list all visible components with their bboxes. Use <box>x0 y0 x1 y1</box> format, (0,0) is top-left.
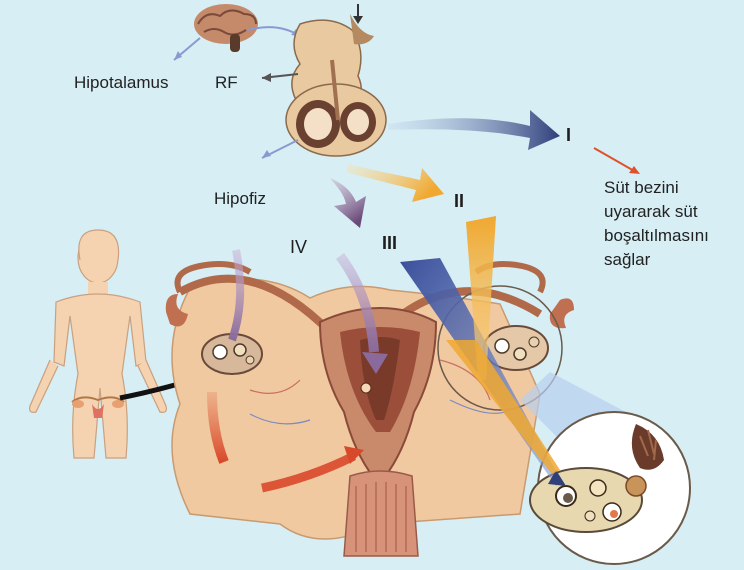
hormone-iii-arrow <box>330 178 366 228</box>
magnified-ovary <box>530 412 690 564</box>
human-figure <box>30 230 167 458</box>
pituitary-illustration <box>262 4 386 158</box>
hormone-iv-label: IV <box>290 238 307 256</box>
rf-label: RF <box>215 74 238 91</box>
hormone-iii-label: III <box>382 234 397 252</box>
note-arrow <box>594 148 636 172</box>
note-line: uyararak süt <box>604 200 709 224</box>
note-line: boşaltılmasını <box>604 224 709 248</box>
hormone-i-arrow <box>388 110 560 150</box>
hormone-i-label: I <box>566 126 571 144</box>
pituitary-label: Hipofiz <box>214 190 266 207</box>
brain-illustration <box>174 4 300 60</box>
milk-ejection-note: Süt bezini uyararak süt boşaltılmasını s… <box>604 176 709 272</box>
note-line: Süt bezini <box>604 176 709 200</box>
hormone-ii-label: II <box>454 192 464 210</box>
hypothalamus-label: Hipotalamus <box>74 74 169 91</box>
note-line: sağlar <box>604 248 709 272</box>
hormone-ii-arrow <box>346 164 444 202</box>
